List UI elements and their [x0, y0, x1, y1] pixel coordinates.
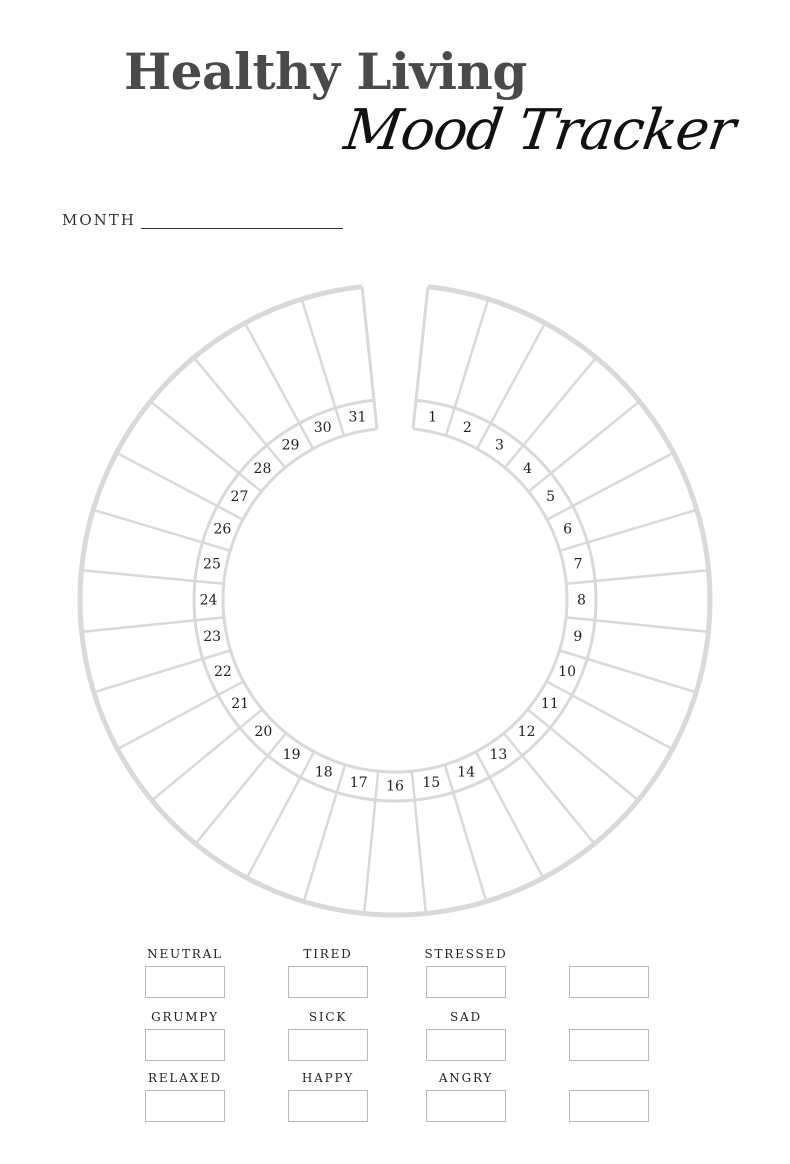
wheel-divider [475, 322, 547, 450]
day-number-2: 2 [463, 420, 472, 436]
legend-label: STRESSED [424, 947, 508, 961]
day-number-5: 5 [546, 489, 555, 505]
day-number-6: 6 [563, 521, 572, 537]
wheel-divider [502, 732, 596, 845]
wheel-divider [444, 298, 490, 437]
wheel-divider [115, 451, 244, 521]
wheel-divider [411, 286, 430, 430]
day-number-31: 31 [349, 409, 367, 425]
legend-color-box[interactable] [288, 1029, 368, 1061]
wheel-divider [526, 708, 639, 802]
wheel-divider [92, 508, 231, 552]
day-number-23: 23 [203, 629, 221, 645]
day-number-17: 17 [350, 775, 368, 791]
day-number-16: 16 [386, 779, 404, 795]
day-number-4: 4 [523, 461, 532, 477]
legend-color-box[interactable] [569, 1090, 649, 1122]
legend-color-box[interactable] [426, 966, 506, 998]
wheel-divider [194, 732, 288, 845]
day-number-10: 10 [558, 664, 576, 680]
legend-label: NEUTRAL [147, 947, 223, 961]
wheel-number-ring [192, 398, 598, 803]
wheel-divider [360, 286, 379, 430]
day-number-8: 8 [577, 593, 586, 609]
day-number-24: 24 [200, 593, 218, 609]
day-number-19: 19 [283, 747, 301, 763]
day-number-11: 11 [541, 696, 559, 712]
wheel-divider [443, 764, 488, 902]
wheel-divider [559, 508, 698, 552]
day-number-21: 21 [231, 696, 249, 712]
day-number-29: 29 [282, 438, 300, 454]
day-number-1: 1 [428, 409, 437, 425]
wheel-inner-ring [221, 427, 569, 774]
wheel-divider [362, 771, 380, 914]
legend-color-box[interactable] [288, 1090, 368, 1122]
wheel-divider [151, 708, 264, 802]
wheel-divider [243, 322, 315, 450]
day-number-18: 18 [315, 764, 333, 780]
day-number-15: 15 [422, 775, 440, 791]
day-number-7: 7 [574, 556, 583, 572]
wheel-divider [149, 400, 263, 493]
wheel-divider [302, 764, 347, 902]
day-number-28: 28 [254, 461, 272, 477]
legend-color-box[interactable] [145, 1029, 225, 1061]
wheel-divider [566, 569, 709, 585]
wheel-divider [546, 451, 675, 521]
legend-color-box[interactable] [426, 1090, 506, 1122]
legend-color-box[interactable] [145, 1090, 225, 1122]
mood-wheel: 1234567891011121314151617181920212223242… [77, 284, 713, 918]
legend-label: GRUMPY [151, 1010, 219, 1024]
month-label: MONTH [62, 211, 136, 229]
day-number-25: 25 [203, 556, 221, 572]
day-number-9: 9 [573, 629, 582, 645]
wheel-divider [559, 649, 697, 694]
legend-label: ANGRY [438, 1071, 494, 1085]
day-number-26: 26 [213, 521, 231, 537]
legend-color-box[interactable] [145, 966, 225, 998]
legend-color-box[interactable] [288, 966, 368, 998]
wheel-divider [81, 569, 224, 585]
wheel-divider [503, 356, 598, 469]
day-number-12: 12 [518, 724, 536, 740]
month-input-line[interactable] [141, 228, 343, 229]
wheel-divider [93, 649, 231, 694]
wheel-divider [545, 680, 674, 751]
wheel-divider [81, 616, 225, 634]
legend-label: SAD [450, 1010, 482, 1024]
legend-color-box[interactable] [426, 1029, 506, 1061]
legend-label: RELAXED [148, 1071, 222, 1085]
wheel-divider [245, 751, 316, 879]
page-title: Healthy Living [124, 42, 527, 101]
day-number-27: 27 [231, 489, 249, 505]
legend-label: TIRED [303, 947, 353, 961]
wheel-divider [116, 680, 245, 751]
wheel-divider [565, 616, 709, 634]
wheel-divider [410, 771, 428, 914]
day-number-3: 3 [495, 438, 504, 454]
legend-label: HAPPY [301, 1071, 355, 1085]
legend-color-box[interactable] [569, 966, 649, 998]
wheel-divider [474, 751, 545, 879]
day-number-13: 13 [490, 747, 508, 763]
day-number-22: 22 [214, 664, 232, 680]
legend-color-box[interactable] [569, 1029, 649, 1061]
day-number-30: 30 [314, 420, 332, 436]
legend-label: SICK [308, 1010, 348, 1024]
wheel-divider [300, 298, 346, 437]
day-number-14: 14 [457, 764, 475, 780]
wheel-divider [192, 356, 287, 469]
wheel-divider [527, 400, 641, 493]
day-number-20: 20 [254, 724, 272, 740]
